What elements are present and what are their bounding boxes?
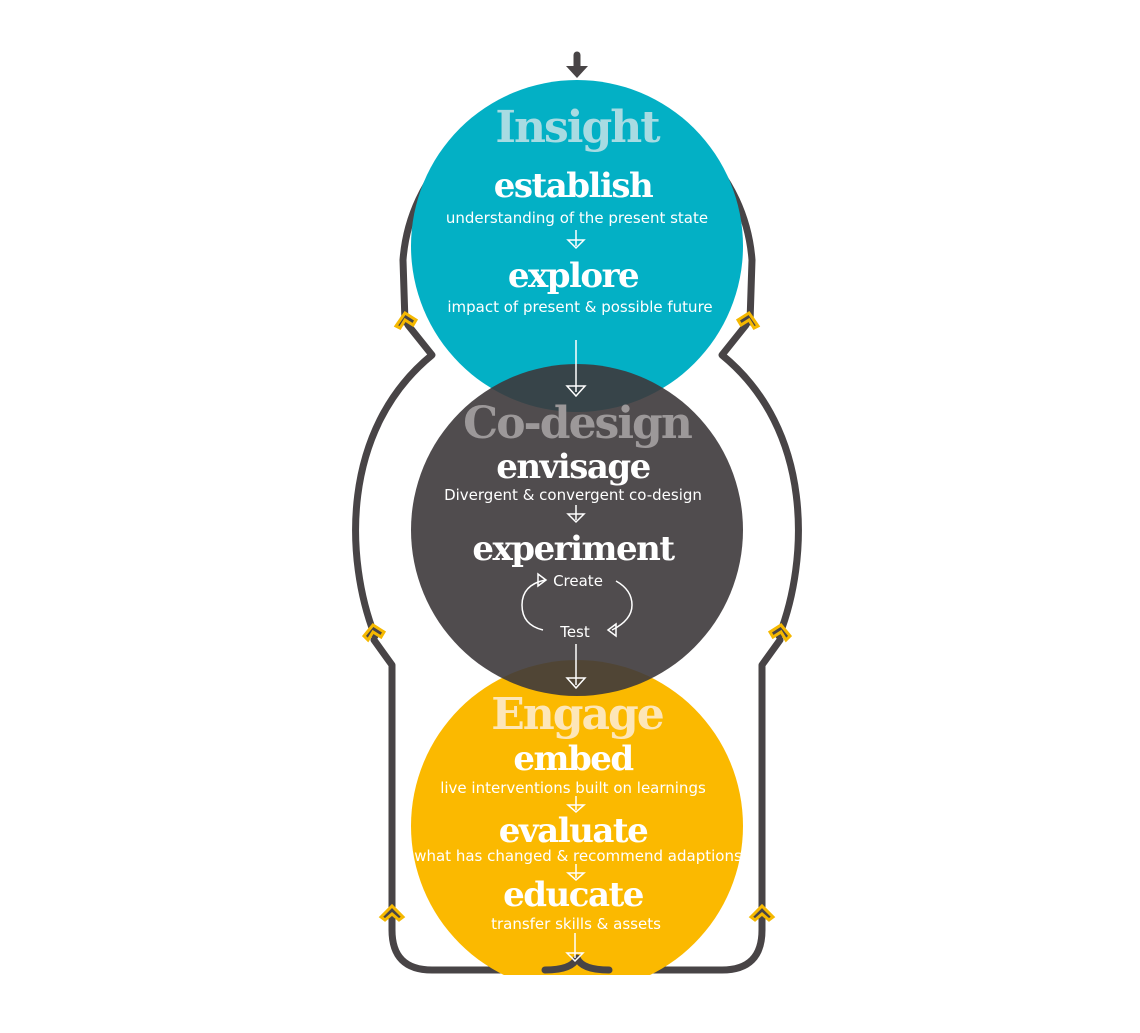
step-evaluate-desc: what has changed & recommend adaptions	[414, 847, 742, 865]
top-arrowhead-icon	[566, 66, 588, 78]
step-explore: explore	[508, 256, 639, 296]
right-feedback-loop-lower	[758, 636, 784, 919]
down-arrow-icon	[565, 644, 587, 690]
step-establish: establish	[494, 166, 653, 206]
step-explore-desc: impact of present & possible future	[447, 298, 712, 316]
step-evaluate: evaluate	[499, 811, 648, 851]
step-envisage-desc: Divergent & convergent co-design	[444, 486, 702, 504]
step-embed: embed	[513, 739, 633, 779]
left-feedback-loop-upper	[352, 321, 436, 640]
chevron-up-icon	[735, 310, 761, 330]
chevron-up-icon	[361, 623, 387, 643]
engage-title: Engage	[491, 689, 663, 740]
step-embed-desc: live interventions built on learnings	[440, 779, 706, 797]
cycle-test: Test	[559, 623, 590, 641]
codesign-title: Co-design	[463, 398, 692, 449]
right-feedback-loop-upper	[718, 321, 802, 640]
down-arrow-icon	[566, 864, 586, 881]
cycle-create: Create	[553, 572, 603, 590]
down-arrow-icon	[565, 933, 585, 963]
cycle-arrows-icon	[521, 572, 633, 638]
down-arrow-icon	[566, 796, 586, 813]
chevron-up-icon	[378, 903, 406, 922]
chevron-up-icon	[393, 310, 419, 330]
step-envisage: envisage	[496, 447, 650, 487]
down-arrow-icon	[565, 340, 587, 398]
chevron-up-icon	[748, 903, 776, 922]
step-experiment: experiment	[472, 529, 675, 569]
chevron-up-icon	[767, 623, 793, 643]
down-arrow-icon	[566, 230, 586, 250]
engage-circle	[411, 660, 743, 992]
step-educate-desc: transfer skills & assets	[491, 915, 661, 933]
left-feedback-loop-lower	[370, 636, 396, 919]
step-educate: educate	[503, 875, 644, 915]
down-arrow-icon	[566, 505, 586, 524]
step-establish-desc: understanding of the present state	[446, 209, 708, 227]
codesign-circle	[411, 364, 743, 696]
insight-title: Insight	[495, 102, 661, 153]
